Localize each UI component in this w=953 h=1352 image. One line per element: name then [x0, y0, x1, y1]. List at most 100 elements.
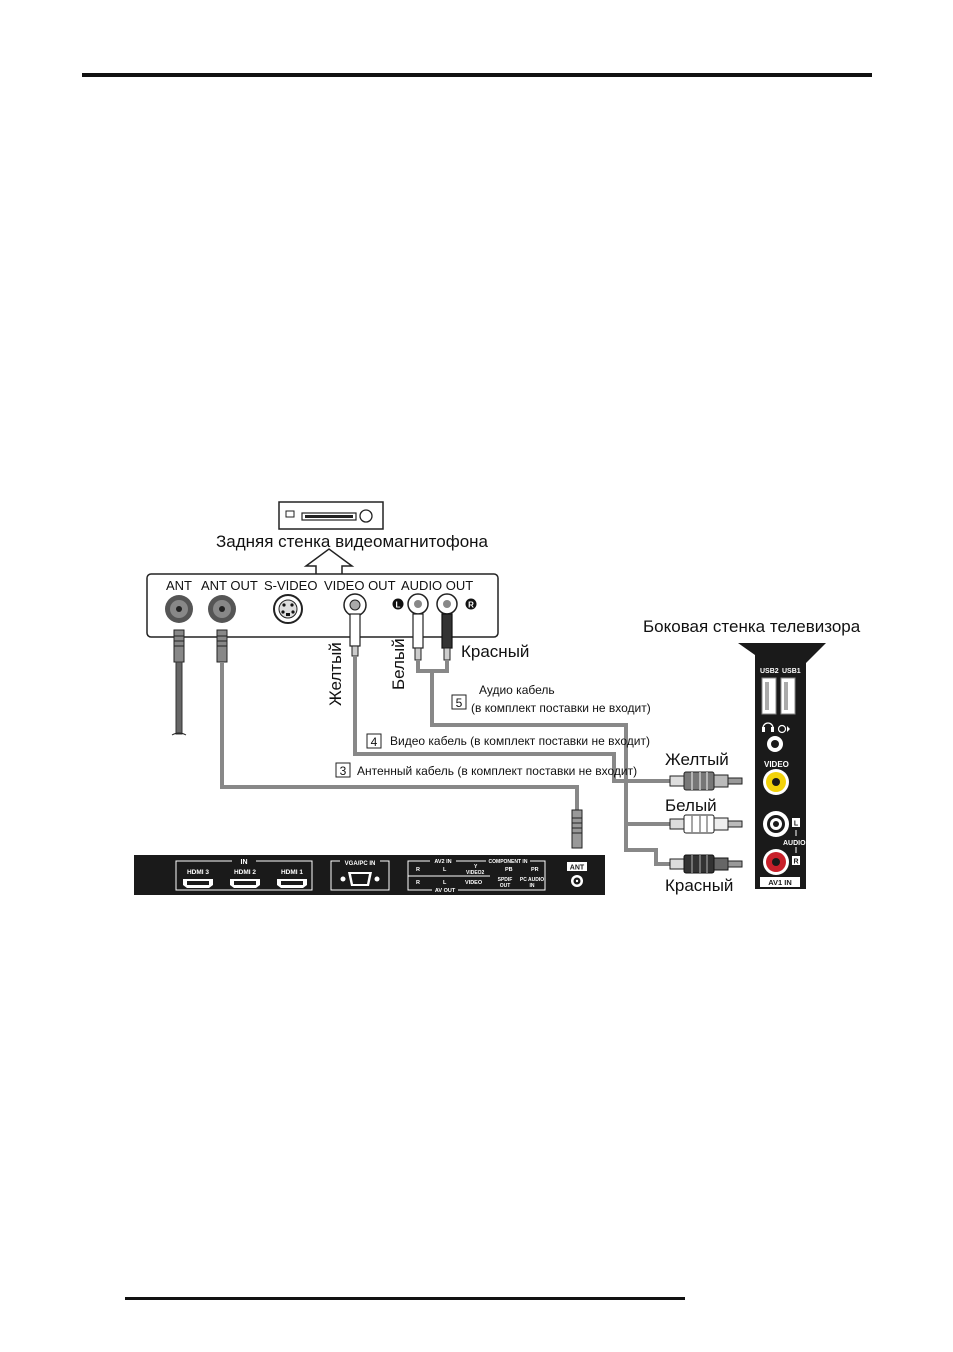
- cable-3-number: 3: [340, 764, 347, 778]
- headphone-icon: [762, 722, 774, 732]
- audio-plug-red-vcr: [441, 613, 453, 661]
- usb2-port: [761, 677, 777, 715]
- vcr-ant-out-jack: [208, 595, 236, 623]
- tv-side-audio-left-jack: [763, 811, 789, 837]
- cable-5-number-box: [451, 694, 467, 710]
- av-out-video-label: VIDEO: [465, 880, 483, 886]
- usb1-port: [780, 677, 796, 715]
- vcr-caption: Задняя стенка видеомагнитофона: [216, 532, 489, 551]
- tv-side-right-badge: [792, 856, 800, 865]
- audio-cable-5: [416, 660, 672, 866]
- audio-plug-white-vcr: [412, 613, 424, 661]
- hdmi-in-tab: [232, 857, 256, 865]
- vcr-port-audio-out: AUDIO OUT: [401, 578, 473, 593]
- vcr-audio-left-jack: [407, 593, 429, 615]
- vcr-white-label: Белый: [389, 638, 408, 690]
- av2-in-label: AV2 IN: [434, 859, 451, 865]
- tv-side-red-plug: [669, 854, 743, 874]
- video-cable-4: [353, 656, 672, 783]
- tv-side-white-plug: [669, 814, 743, 834]
- cable-5-label-line2: (в комплект поставки не входит): [471, 701, 651, 715]
- cable-4-number-box: [366, 733, 382, 749]
- vcr-right-badge: [465, 598, 477, 610]
- tv-side-av1-in: AV1 IN: [768, 878, 792, 887]
- hdmi2-port: [230, 879, 260, 888]
- tv-side-audio-right-jack: [763, 849, 789, 875]
- tv-side-usb2: USB2: [760, 668, 779, 675]
- pc-audio-label: PC AUDIO: [520, 877, 544, 883]
- vcr-port-ant-out: ANT OUT: [201, 578, 258, 593]
- component-in-label: COMPONENT IN: [489, 859, 528, 865]
- vcr-left-badge: [392, 598, 404, 610]
- hdmi1-port: [277, 879, 307, 888]
- cable-4-label: Видео кабель (в комплект поставки не вхо…: [390, 734, 650, 748]
- vcr-right-badge-text: R: [468, 601, 474, 610]
- ant-out-connector: [216, 629, 228, 663]
- bottom-rule: [125, 1297, 685, 1300]
- antenna-cable-tv-connector: [571, 809, 583, 849]
- tv-side-panel: [738, 643, 826, 889]
- video-plug-vcr: [349, 613, 361, 657]
- antenna-input-cable: [171, 629, 187, 736]
- vcr-audio-right-jack: [436, 593, 458, 615]
- av-out-label: AV OUT: [435, 888, 456, 894]
- antenna-cable-3: [220, 662, 579, 812]
- hdmi-in-label: IN: [241, 859, 248, 866]
- av-out-tab: [432, 886, 458, 893]
- av2-l-label: L: [443, 867, 447, 873]
- vcr-s-video-jack: [273, 594, 303, 624]
- vcr-ant-jack: [165, 595, 193, 623]
- tv-side-av1-in-box: [760, 877, 800, 887]
- cable-5-number: 5: [456, 696, 463, 710]
- tv-side-video-jack: [763, 769, 789, 795]
- cable-5-label-line1: Аудио кабель: [479, 683, 555, 697]
- audio-out-icon: [777, 724, 790, 734]
- tv-side-right-badge-text: R: [793, 859, 798, 866]
- vcr-port-ant: ANT: [166, 578, 192, 593]
- tv-side-video-label: VIDEO: [764, 760, 789, 769]
- tv-side-left-badge-text: L: [794, 821, 799, 828]
- video2-label: VIDEO2: [466, 870, 485, 876]
- tv-side-yellow-plug: [669, 771, 743, 791]
- vga-label-tab: [340, 858, 380, 866]
- vcr-back-panel: [146, 573, 499, 638]
- tv-rear-ant-jack: [571, 875, 583, 887]
- spdif-out-label: OUT: [500, 883, 511, 889]
- spdif-label: SPDIF: [498, 877, 513, 883]
- vga-label: VGA/PC IN: [345, 861, 376, 867]
- vga-port: [340, 872, 380, 886]
- tv-side-audio-label: AUDIO: [783, 840, 806, 847]
- vcr-port-s-video: S-VIDEO: [264, 578, 317, 593]
- av2-r-label: R: [416, 867, 420, 873]
- tv-red-label: Красный: [665, 876, 733, 895]
- hdmi1-label: HDMI 1: [281, 869, 303, 876]
- vcr-red-label: Красный: [461, 642, 529, 661]
- headphone-jack: [767, 736, 783, 752]
- tv-rear-ant-label-box: [567, 862, 587, 871]
- hdmi3-port: [183, 879, 213, 888]
- top-rule: [82, 73, 872, 77]
- cable-3-number-box: [335, 762, 351, 778]
- tv-side-left-badge: [792, 818, 800, 827]
- component-pr-label: PR: [531, 867, 539, 873]
- vcr-video-out-jack: [343, 593, 367, 617]
- tv-yellow-label: Желтый: [665, 750, 729, 769]
- hdmi2-label: HDMI 2: [234, 869, 256, 876]
- tv-rear-ant-label: ANT: [570, 865, 585, 872]
- cable-3-label: Антенный кабель (в комплект поставки не …: [357, 764, 637, 778]
- up-arrow-icon: [303, 548, 355, 574]
- vcr-left-badge-text: L: [396, 601, 401, 610]
- av2-in-tab: [430, 857, 456, 864]
- vcr-port-video-out: VIDEO OUT: [324, 578, 396, 593]
- tv-side-caption: Боковая стенка телевизора: [643, 617, 861, 636]
- component-y-label: Y: [474, 864, 478, 870]
- hdmi3-label: HDMI 3: [187, 869, 209, 876]
- av-out-l-label: L: [443, 880, 447, 886]
- vcr-yellow-label: Желтый: [326, 642, 345, 706]
- tv-white-label: Белый: [665, 796, 717, 815]
- vcr-icon: [278, 501, 384, 530]
- cable-4-number: 4: [371, 735, 378, 749]
- tv-side-usb1: USB1: [782, 668, 801, 675]
- component-pb-label: PB: [505, 867, 513, 873]
